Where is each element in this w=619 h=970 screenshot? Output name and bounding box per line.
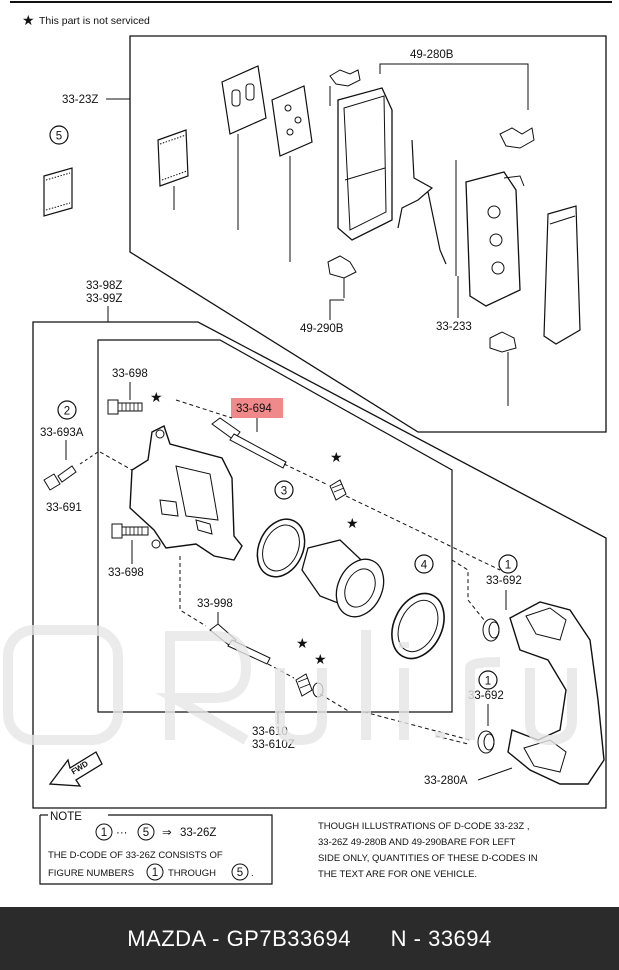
label-33-233: 33-233: [436, 321, 472, 333]
star-icon: ★: [296, 635, 309, 651]
callout-1-upper: [498, 554, 518, 574]
star-icon: ★: [150, 389, 163, 405]
svg-text:1: 1: [101, 827, 107, 839]
label-33-280a: 33-280A: [424, 775, 468, 787]
star-icon: ★: [330, 449, 343, 465]
footer-ref-number: N - 33694: [390, 925, 492, 951]
guide-pin-33-694: [211, 417, 287, 469]
brake-pad-outer: [465, 171, 525, 307]
svg-text:THOUGH ILLUSTRATIONS OF D-CODE: THOUGH ILLUSTRATIONS OF D-CODE 33-23Z ,: [318, 821, 530, 832]
svg-text:5: 5: [143, 827, 149, 839]
piston-seal: [256, 518, 306, 578]
svg-text:5: 5: [56, 131, 62, 143]
svg-text:1: 1: [152, 867, 158, 879]
caliper-mounting-bracket: [507, 601, 605, 785]
star-icon: ★: [346, 515, 359, 531]
outer-shim: [543, 205, 581, 345]
star-icon: ★: [314, 651, 327, 667]
label-49-280b: 49-280B: [410, 49, 454, 61]
pad-shim-clip: [271, 85, 313, 262]
label-33-692-upper: 33-692: [486, 575, 522, 587]
bolt-33-698-top: [107, 399, 143, 415]
footer-bar: MAZDA - GP7B33694 N - 33694: [0, 907, 619, 970]
pad-clip-bottom: [327, 255, 517, 406]
assembly-guides: [99, 399, 501, 745]
star-icon: ★: [22, 12, 35, 28]
svg-text:THE TEXT ARE FOR ONE VEHICLE.: THE TEXT ARE FOR ONE VEHICLE.: [318, 869, 477, 880]
legend: ★ This part is not serviced: [22, 12, 150, 28]
pad-clip-top: [329, 69, 361, 106]
pad-clip-right: [499, 127, 535, 149]
bolt-33-698-bottom: [111, 523, 149, 539]
bleeder-cap: [329, 479, 347, 501]
pin-boot-lower: [477, 730, 495, 754]
legend-text: This part is not serviced: [39, 15, 150, 27]
callout-5: [49, 125, 69, 145]
svg-text:33-26Z: 33-26Z: [180, 827, 216, 839]
pad-kit-frame: [129, 35, 607, 433]
anti-rattle-spring: [397, 139, 457, 276]
pin-boot-upper: [482, 618, 500, 642]
svg-text:5: 5: [237, 867, 243, 879]
label-33-698-top: 33-698: [112, 368, 148, 380]
label-33-693a: 33-693A: [40, 427, 84, 439]
svg-text:1: 1: [505, 560, 511, 572]
svg-text:33-26Z 49-280B AND 49-290BARE: 33-26Z 49-280B AND 49-290BARE FOR LEFT: [318, 837, 516, 848]
caliper-piston: [301, 539, 385, 618]
highlight-33-694: [231, 398, 283, 418]
disclaimer-text: THOUGH ILLUSTRATIONS OF D-CODE 33-23Z , …: [318, 821, 538, 880]
guide-pin-33-998: [209, 623, 271, 665]
label-33-610: 33-610: [252, 726, 288, 738]
note-box: NOTE 1 ··· 5 ⇒ 33-26Z THE D-CODE OF 33-2…: [39, 811, 273, 885]
label-33-998: 33-998: [197, 598, 233, 610]
label-33-610z: 33-610Z: [252, 739, 295, 751]
svg-text:.: .: [251, 868, 254, 879]
pad-shim-plate: [221, 65, 267, 230]
pad-shim-outer: [157, 129, 189, 210]
callout-3: [274, 480, 294, 500]
label-33-692-lower: 33-692: [468, 690, 504, 702]
svg-text:4: 4: [421, 560, 428, 572]
exploded-parts-diagram: ★ This part is not serviced 5 33-23Z: [10, 1, 612, 885]
footer-part-number: MAZDA - GP7B33694: [127, 925, 351, 951]
svg-text:⇒: ⇒: [162, 827, 172, 839]
label-33-698-bottom: 33-698: [108, 567, 144, 579]
label-33-691: 33-691: [46, 502, 82, 514]
shim-kit-part: 5: [43, 125, 73, 217]
brake-pad-inner: [337, 87, 393, 241]
bleeder-screw: [43, 451, 99, 491]
caliper-body: [129, 425, 243, 561]
svg-text:2: 2: [64, 406, 70, 418]
svg-text:SIDE ONLY, QUANTITIES OF THESE: SIDE ONLY, QUANTITIES OF THESE D-CODES I…: [318, 853, 538, 864]
note-title: NOTE: [50, 811, 82, 823]
callout-2: [57, 400, 77, 420]
label-33-98z: 33-98Z: [86, 280, 122, 292]
svg-text:3: 3: [281, 486, 287, 498]
note-line-3: FIGURE NUMBERS: [48, 868, 134, 879]
fwd-arrow-icon: FWD: [48, 751, 103, 787]
note-line-2: THE D-CODE OF 33-26Z CONSISTS OF: [48, 850, 223, 861]
label-33-23z: 33-23Z: [62, 94, 98, 106]
callout-4: [414, 554, 434, 574]
label-33-99z: 33-99Z: [86, 293, 122, 305]
label-49-290b: 49-290B: [300, 323, 344, 335]
svg-text:THROUGH: THROUGH: [168, 868, 216, 879]
label-33-694: 33-694: [236, 403, 272, 415]
guide-pin-boot: [295, 673, 324, 698]
dust-boot: [391, 592, 445, 660]
svg-text:1: 1: [485, 676, 491, 688]
svg-text:···: ···: [116, 827, 128, 839]
